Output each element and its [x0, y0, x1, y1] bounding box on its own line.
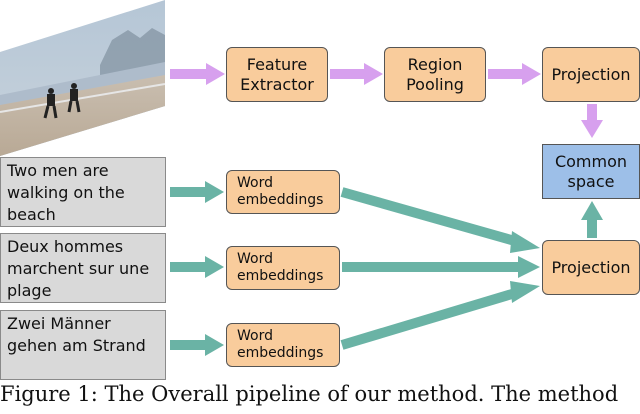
feature-extractor-node: Feature Extractor: [226, 47, 328, 102]
sentence-french: Deux hommes marchent sur une plage: [0, 233, 166, 303]
word-embeddings-node-2: Word embeddings: [226, 246, 340, 290]
common-space-node: Common space: [542, 144, 640, 199]
projection-top-node: Projection: [542, 47, 640, 102]
word-embeddings-node-3: Word embeddings: [226, 323, 340, 367]
sentence-english: Two men are walking on the beach: [0, 157, 166, 227]
beach-photo: [0, 0, 165, 156]
word-embeddings-node-1: Word embeddings: [226, 170, 340, 214]
image-pipeline-arrows: [170, 63, 603, 138]
walking-person-2: [67, 83, 81, 113]
text-pipeline-arrows: [170, 181, 603, 356]
projection-bottom-node: Projection: [542, 240, 640, 295]
sentence-german: Zwei Männer gehen am Strand: [0, 310, 166, 380]
region-pooling-node: Region Pooling: [384, 47, 486, 102]
figure-caption: Figure 1: The Overall pipeline of our me…: [0, 382, 619, 406]
walking-person-1: [43, 88, 58, 119]
